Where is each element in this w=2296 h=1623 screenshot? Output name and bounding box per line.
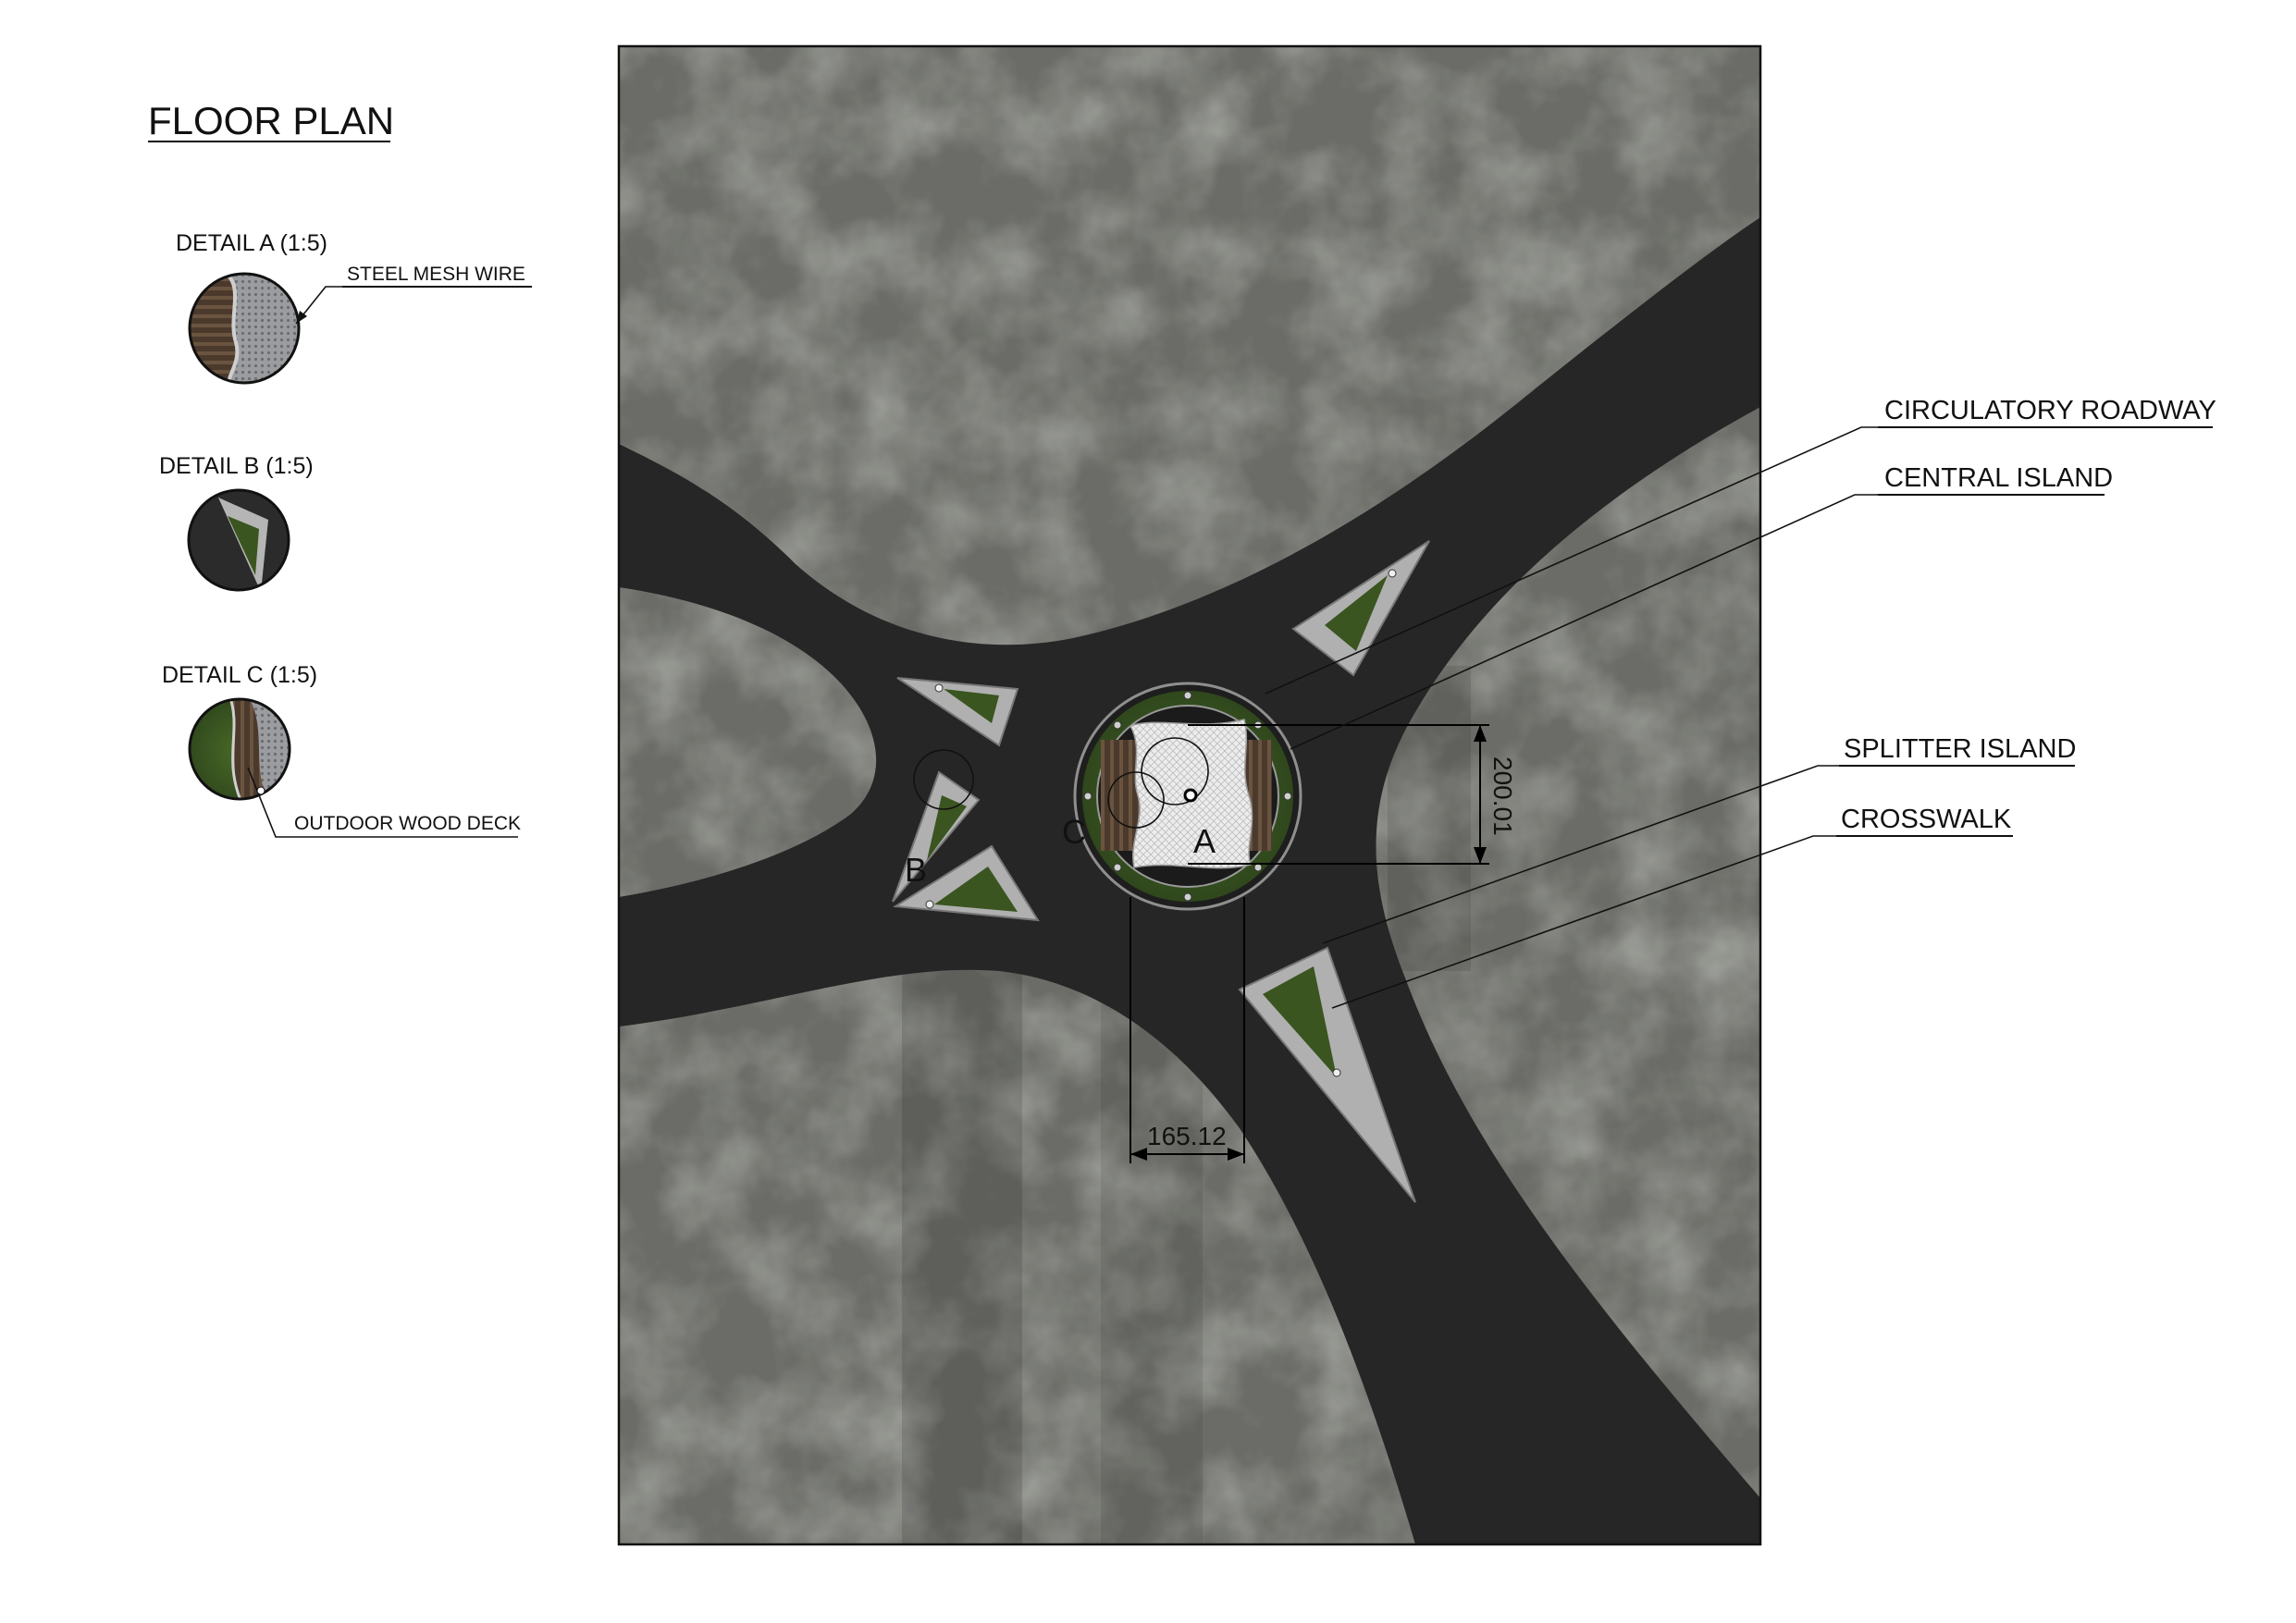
splitter-island-north-east (1291, 540, 1430, 677)
callout-circulatory-roadway: CIRCULATORY ROADWAY (1884, 396, 2216, 425)
site-plan: A B C 200.01 165.12 (619, 46, 1760, 1544)
marker-a: A (1193, 822, 1216, 860)
detail-c-label: OUTDOOR WOOD DECK (294, 813, 521, 834)
detail-b-image (189, 490, 289, 590)
callout-crosswalk: CROSSWALK (1841, 805, 2012, 834)
detail-b-title: DETAIL B (1:5) (159, 453, 314, 479)
dimension-vertical (1188, 724, 1489, 865)
dimension-horizontal (1129, 897, 1245, 1163)
splitter-island-west (892, 770, 981, 903)
detail-c-image (190, 699, 290, 799)
splitter-islands (892, 540, 1430, 1203)
detail-a-image (190, 274, 299, 383)
central-island (1073, 682, 1302, 911)
legend: FLOOR PLAN DETAIL A (1:5) STEEL MESH WIR… (148, 99, 532, 838)
dimension-vertical-value: 200.01 (1488, 756, 1517, 836)
callout-central-island: CENTRAL ISLAND (1884, 463, 2113, 493)
callouts: CIRCULATORY ROADWAY CENTRAL ISLAND SPLIT… (1265, 396, 2216, 1009)
splitter-island-north-west (896, 677, 1019, 747)
detail-c-frame (188, 697, 291, 801)
center-point (1183, 788, 1198, 803)
page-title: FLOOR PLAN (148, 99, 394, 142)
callout-splitter-island: SPLITTER ISLAND (1844, 734, 2076, 764)
detail-c-leader-dot (256, 786, 265, 795)
splitter-island-south-west (892, 844, 1040, 922)
detail-a-frame (188, 272, 301, 385)
splitter-island-south-east (1238, 946, 1416, 1203)
shadow-band (902, 943, 1022, 1544)
marker-b: B (905, 851, 927, 889)
detail-a-circle-mark (1141, 737, 1209, 805)
detail-c-title: DETAIL C (1:5) (162, 662, 317, 688)
marker-c: C (1062, 813, 1086, 851)
detail-c-circle-mark (1107, 771, 1165, 829)
detail-a-arrow (296, 311, 307, 324)
detail-b-circle-mark (913, 749, 974, 810)
sheet-border (617, 44, 1762, 1546)
detail-a-label: STEEL MESH WIRE (347, 264, 525, 285)
detail-a-title: DETAIL A (1:5) (176, 230, 327, 256)
detail-b-frame (187, 488, 290, 592)
dimension-horizontal-value: 165.12 (1147, 1122, 1227, 1150)
